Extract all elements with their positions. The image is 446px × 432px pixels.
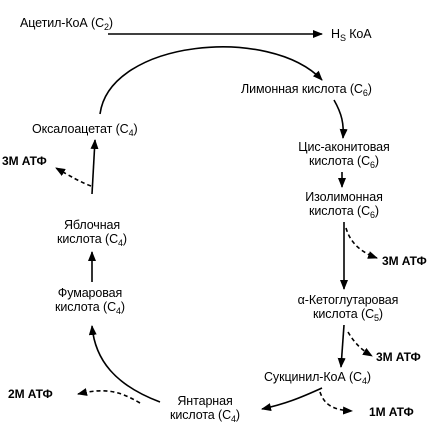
node-fumaric-line1: Фумаровая — [57, 286, 123, 300]
node-malic-tail: ) — [122, 232, 127, 246]
node-alpha-ketoglutaric-line2: кислота (C — [312, 307, 375, 321]
node-alpha-ketoglutaric-sub: 5 — [374, 313, 379, 323]
atp-label-isocitric: 3М АТФ — [382, 254, 427, 268]
node-acetyl-coa: Ацетил-КоА (C2) — [20, 16, 113, 34]
node-acetyl-coa-text: Ацетил-КоА (C — [20, 16, 104, 30]
node-oxaloacetate-sub: 4 — [128, 128, 134, 138]
node-malic-line2: кислота (C — [57, 232, 119, 246]
node-alpha-ketoglutaric-tail: ) — [378, 307, 383, 321]
node-hs-coa-text: КоА — [345, 27, 372, 41]
arrow-succinic-to-fumaric — [88, 325, 161, 403]
node-succinic-line1: Янтарная — [177, 394, 233, 408]
atp-arrow-isocitric — [345, 227, 378, 259]
node-isocitric-line1: Изолимонная — [305, 190, 383, 204]
node-alpha-ketoglutaric: α-Кетоглутаровая кислота (C5) — [298, 293, 399, 325]
arrow-citric-to-cisaconitic — [333, 99, 348, 139]
node-acetyl-coa-sub: 2 — [104, 22, 109, 32]
node-cis-aconitic-line2: кислота (C — [309, 154, 371, 168]
arrow-ketoglutaric-to-succinylcoa — [337, 324, 346, 368]
node-alpha-ketoglutaric-line1: α-Кетоглутаровая — [297, 293, 399, 307]
node-malic-line1: Яблочная — [63, 218, 121, 232]
node-succinyl-coa: Сукцинил-КоА (C4) — [264, 370, 371, 388]
atp-label-malic: 3М АТФ — [2, 154, 47, 168]
node-cis-aconitic-tail: ) — [374, 154, 379, 168]
atp-label-succinic: 2М АТФ — [8, 387, 53, 401]
node-isocitric: Изолимонная кислота (C6) — [305, 190, 383, 222]
atp-label-succinylcoa: 1М АТФ — [369, 405, 414, 419]
node-cis-aconitic-line1: Цис-аконитовая — [298, 140, 390, 154]
node-cis-aconitic-sub: 6 — [370, 160, 375, 170]
atp-arrow-malic — [55, 167, 92, 187]
node-citric-acid-sub: 6 — [362, 88, 368, 98]
node-citric-acid-tail: ) — [367, 82, 372, 96]
node-succinyl-coa-sub: 4 — [361, 376, 367, 386]
node-acetyl-coa-tail: ) — [108, 16, 113, 30]
node-oxaloacetate-text: Оксалоацетат (C — [32, 122, 129, 136]
node-isocitric-sub: 6 — [370, 210, 375, 220]
node-succinic: Янтарная кислота (C4) — [170, 394, 240, 426]
node-fumaric: Фумаровая кислота (C4) — [55, 286, 125, 318]
node-succinic-sub: 4 — [231, 414, 236, 424]
node-citric-acid: Лимонная кислота (C6) — [241, 82, 372, 100]
atp-arrow-succinic — [77, 388, 141, 404]
node-hs-coa: HS КоА — [331, 27, 372, 45]
node-succinyl-coa-text: Сукцинил-КоА (C — [264, 370, 362, 384]
node-hs-coa-pre: H — [331, 27, 340, 41]
node-isocitric-line2: кислота (C — [308, 204, 371, 218]
atp-arrow-ketoglutaric — [347, 331, 373, 357]
arrow-malic-to-oxaloacetate — [90, 139, 99, 195]
node-isocitric-tail: ) — [374, 204, 379, 218]
atp-arrow-succinylcoa — [319, 391, 353, 415]
node-malic: Яблочная кислота (C4) — [57, 218, 127, 250]
node-malic-sub: 4 — [118, 238, 123, 248]
node-oxaloacetate-tail: ) — [133, 122, 138, 136]
arrow-succinylcoa-to-succinic — [261, 387, 323, 411]
node-fumaric-sub: 4 — [116, 306, 121, 316]
atp-label-ketoglutaric: 3М АТФ — [376, 350, 421, 364]
arrow-oxaloacetate-to-citric — [99, 46, 323, 115]
node-fumaric-tail: ) — [120, 300, 125, 314]
node-cis-aconitic: Цис-аконитовая кислота (C6) — [298, 140, 390, 172]
node-fumaric-line2: кислота (C — [55, 300, 117, 314]
node-succinic-tail: ) — [235, 408, 240, 422]
node-succinyl-coa-tail: ) — [366, 370, 371, 384]
node-citric-acid-text: Лимонная кислота (C — [241, 82, 363, 96]
node-oxaloacetate: Оксалоацетат (C4) — [32, 122, 138, 140]
node-hs-coa-sub: S — [339, 33, 346, 43]
node-succinic-line2: кислота (C — [170, 408, 232, 422]
